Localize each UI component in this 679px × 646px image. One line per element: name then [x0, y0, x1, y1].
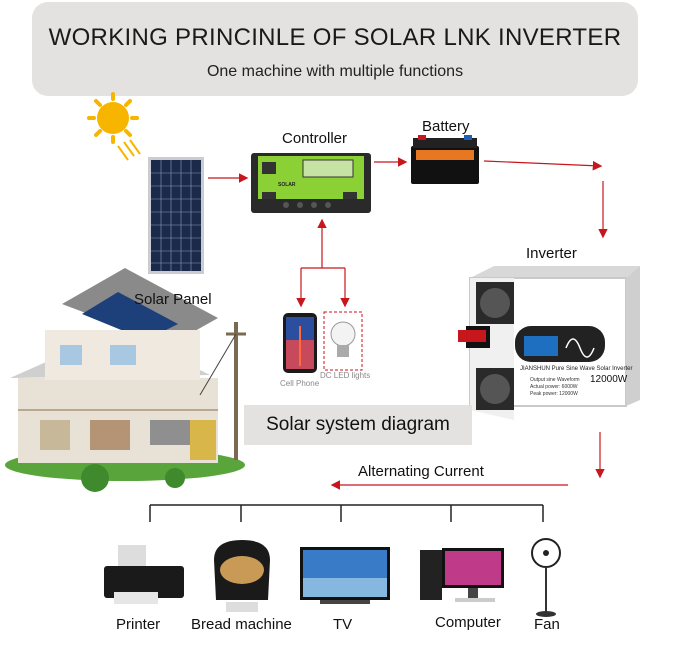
inverter-label: Inverter [526, 245, 577, 262]
controller-image [251, 153, 371, 213]
appliance-tv: TV [333, 616, 353, 633]
diagram-label: Solar system diagram [266, 414, 450, 435]
appliance-bread-machine: Bread machine [191, 616, 292, 633]
battery-label: Battery [422, 118, 470, 135]
appliance-printer: Printer [116, 616, 161, 633]
house-image [5, 268, 246, 492]
inverter-spec-1: Output sine Waveform [530, 377, 580, 383]
dc-led-bulb-image [323, 311, 363, 371]
printer-icon [104, 545, 184, 604]
controller-brand: SOLAR [278, 182, 296, 188]
dc-led-label: DC LED lights [320, 371, 371, 380]
bread-machine-icon [214, 540, 270, 612]
page-title: WORKING PRINCINLE OF SOLAR LNK INVERTER [48, 24, 622, 51]
fan-icon [531, 538, 561, 617]
cell-phone-label: Cell Phone [280, 379, 320, 388]
inverter-brand: JIANSHUN Pure Sine Wave Solar Inverter [520, 366, 633, 372]
header-banner: WORKING PRINCINLE OF SOLAR LNK INVERTER … [32, 2, 638, 96]
battery-image [411, 135, 479, 184]
appliance-computer: Computer [435, 614, 501, 631]
distribution-line [149, 504, 544, 522]
solar-panel-image [148, 157, 204, 274]
inverter-image [458, 266, 640, 420]
appliance-fan: Fan [534, 616, 560, 633]
ac-label: Alternating Current [358, 463, 484, 480]
diagram-label-box: Solar system diagram [244, 405, 472, 445]
inverter-spec-3: Peak power: 12000W [530, 391, 578, 397]
controller-label: Controller [282, 130, 348, 147]
inverter-power: 12000W [590, 374, 628, 385]
inverter-spec-2: Actual power: 6000W [530, 384, 578, 390]
computer-icon [420, 548, 504, 602]
page-subtitle: One machine with multiple functions [206, 63, 464, 80]
tv-icon [300, 547, 390, 604]
sun-icon [87, 92, 141, 161]
solar-panel-label: Solar Panel [134, 291, 212, 308]
cell-phone-image [283, 313, 317, 373]
